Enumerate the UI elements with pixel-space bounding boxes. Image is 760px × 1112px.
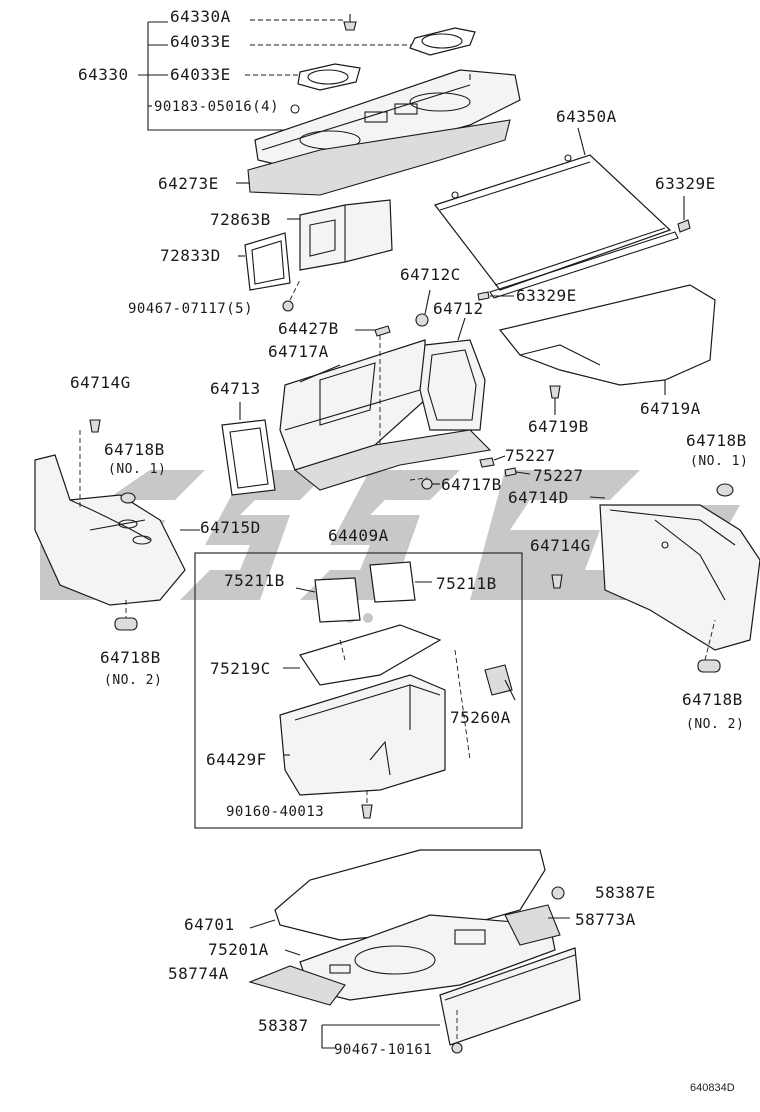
label-64701: 64701: [184, 915, 235, 934]
label-64712: 64712: [433, 299, 484, 318]
label-64429F: 64429F: [206, 750, 267, 769]
clip-63329E-lower: [477, 291, 514, 301]
label-64718B-left-no2: 64718B: [100, 648, 161, 667]
clips-75227: [479, 455, 531, 477]
grille-72833D: [238, 232, 291, 291]
label-75211B-right: 75211B: [436, 574, 497, 593]
label-58387: 58387: [258, 1016, 309, 1035]
storage-box-64429F: [279, 674, 446, 796]
label-75227-upper: 75227: [505, 446, 556, 465]
plug-64718B-no1-right: [716, 483, 734, 497]
figure-code: 640834D: [690, 1082, 735, 1094]
clip-64427B: [355, 325, 391, 337]
label-64273E: 64273E: [158, 174, 219, 193]
sill-58387: [321, 947, 581, 1049]
plug-64718B-no2-left: [114, 600, 138, 631]
label-58773A: 58773A: [575, 910, 636, 929]
label-58774A: 58774A: [168, 964, 229, 983]
latch-75260A: [454, 649, 516, 761]
label-64718B-left-no1: 64718B: [104, 440, 165, 459]
label-64033E-upper: 64033E: [170, 32, 231, 51]
label-64718B-right-no2: 64718B: [682, 690, 743, 709]
trim-64273E: [236, 119, 511, 196]
label-64717B: 64717B: [441, 475, 502, 494]
trim-58773A: [504, 904, 570, 946]
floor-trim-piece: [293, 429, 492, 491]
tonneau-cover-64350A: [434, 127, 679, 299]
clip-63329E-upper: [677, 196, 691, 233]
clip-90467-07117: [282, 279, 301, 312]
assembly-box-64409A: [194, 552, 523, 829]
clip-64714G-right: [551, 574, 563, 589]
label-64714D: 64714D: [508, 488, 569, 507]
label-75201A: 75201A: [208, 940, 269, 959]
bolt-90160-40013: [361, 790, 373, 819]
label-58387E: 58387E: [595, 883, 656, 902]
label-64714G-right: 64714G: [530, 536, 591, 555]
group-bracket-64330: [138, 19, 415, 131]
label-75219C: 75219C: [210, 659, 271, 678]
label-75260A: 75260A: [450, 708, 511, 727]
label-75227-lower: 75227: [533, 466, 584, 485]
speaker-cover-64033E-upper: [409, 27, 476, 56]
pad-75211B-right: [369, 561, 432, 603]
speaker-box-72863B: [287, 199, 393, 271]
label-64427B: 64427B: [278, 319, 339, 338]
floor-mat-64701: [249, 849, 546, 941]
label-64713: 64713: [210, 379, 261, 398]
trim-panel-64719A: [498, 284, 716, 395]
label-64718B-right-no1: 64718B: [686, 431, 747, 450]
label-no2-right: (NO. 2): [686, 717, 745, 732]
label-90183-05016: 90183-05016(4): [154, 99, 280, 115]
label-63329E-upper: 63329E: [655, 174, 716, 193]
wheelhouse-liner-64714D: [589, 496, 760, 661]
label-64719B: 64719B: [528, 417, 589, 436]
clip-64714G-left: [89, 419, 101, 433]
label-no1-left: (NO. 1): [108, 462, 167, 477]
label-64712C: 64712C: [400, 265, 461, 284]
clip-64712C: [415, 289, 431, 327]
label-64330A: 64330A: [170, 7, 231, 26]
pad-75211B-left: [295, 577, 361, 623]
label-64714G-left: 64714G: [70, 373, 131, 392]
mat-75219C: [283, 624, 442, 686]
label-no2-left: (NO. 2): [104, 673, 163, 688]
clip-64719B: [549, 385, 561, 415]
clip-64330A: [343, 14, 357, 31]
label-64715D: 64715D: [200, 518, 261, 537]
side-panel-64712: [419, 317, 486, 431]
label-72833D: 72833D: [160, 246, 221, 265]
label-90467-10161: 90467-10161: [334, 1042, 433, 1058]
wheelhouse-liner-64715D: [34, 430, 200, 606]
label-no1-right: (NO. 1): [690, 454, 749, 469]
label-90467-07117: 90467-07117(5): [128, 301, 254, 317]
plug-64718B-no1-left: [120, 492, 136, 504]
plug-64718B-no2-right: [697, 659, 721, 673]
label-64717A: 64717A: [268, 342, 329, 361]
clip-90467-10161: [451, 1010, 463, 1054]
label-64409A: 64409A: [328, 526, 389, 545]
label-64033E-lower: 64033E: [170, 65, 231, 84]
clip-58387E: [551, 886, 565, 900]
label-63329E-lower: 63329E: [516, 286, 577, 305]
label-64350A: 64350A: [556, 107, 617, 126]
speaker-cover-64033E-lower: [297, 63, 361, 91]
label-64719A: 64719A: [640, 399, 701, 418]
frame-64713: [221, 402, 276, 496]
pad-58774A: [248, 965, 346, 1006]
label-90160-40013: 90160-40013: [226, 804, 325, 820]
label-75211B-left: 75211B: [224, 571, 285, 590]
label-64330: 64330: [78, 65, 129, 84]
clip-64717B: [409, 477, 440, 490]
label-72863B: 72863B: [210, 210, 271, 229]
